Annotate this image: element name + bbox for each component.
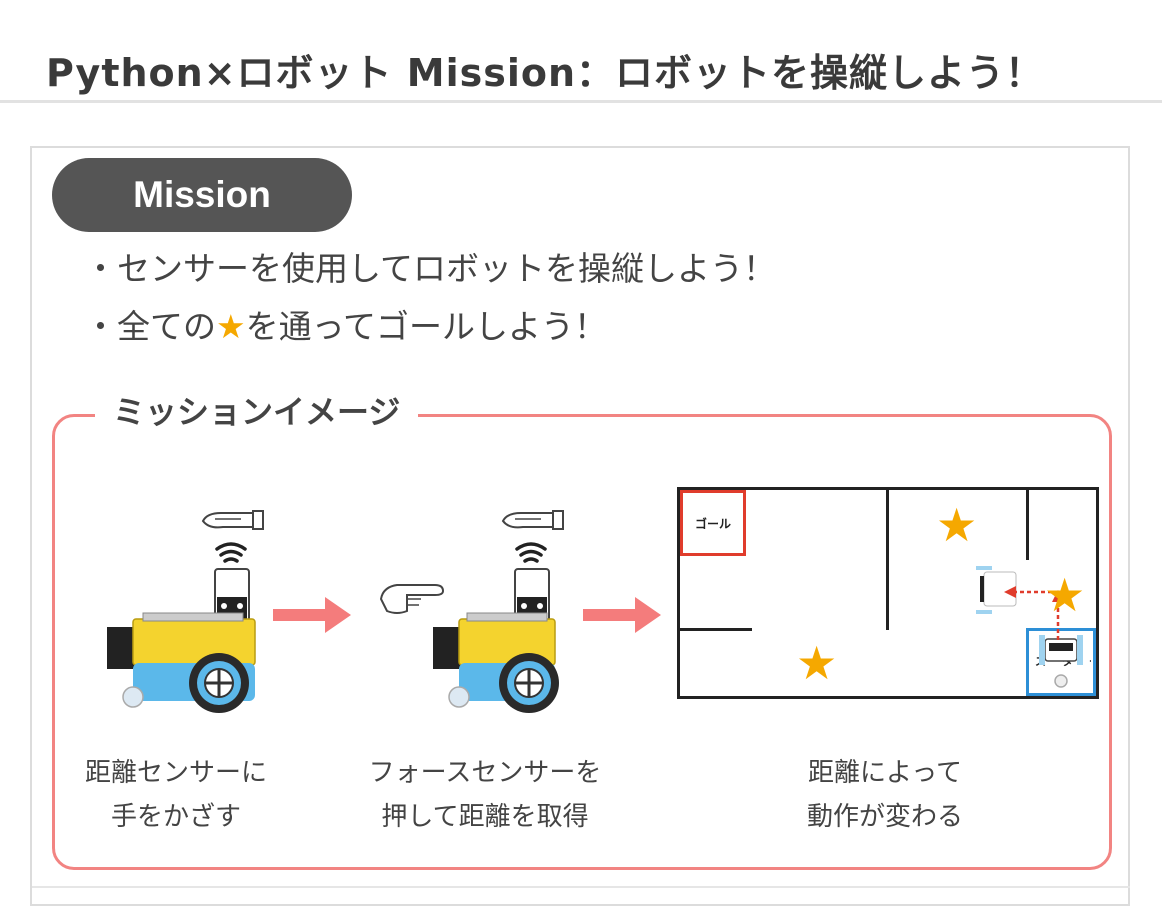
mission-item-text: を通ってゴールしよう！ (245, 307, 607, 346)
step1-illustration (107, 510, 264, 713)
robot-icon (433, 568, 559, 713)
mission-image-heading: ミッションイメージ (95, 387, 419, 433)
caption-line: 距離センサーに (84, 758, 267, 788)
course-map: ゴール スタート ★ (677, 487, 1099, 699)
wifi-signal-icon (215, 542, 247, 563)
start-area: スタート (1026, 628, 1096, 696)
caption-line: 押して距離を取得 (381, 802, 589, 832)
goal-label: ゴール (694, 516, 731, 531)
mission-item-text: ・センサーを使用してロボットを操縦しよう！ (84, 249, 777, 288)
star-icon: ★ (796, 636, 838, 690)
mission-item-text: ・全ての (84, 307, 216, 346)
path-arrows (1004, 586, 1064, 640)
mission-badge: Mission (52, 158, 352, 232)
hand-icon (201, 510, 264, 530)
star-icon: ★ (936, 498, 978, 552)
robot-topview-icon (1039, 635, 1083, 688)
map-wall (1026, 490, 1029, 560)
star-icon: ★ (216, 307, 246, 346)
caption-line: 手をかざす (110, 802, 241, 832)
map-wall (886, 490, 889, 630)
finger-press-icon (379, 584, 445, 614)
caption-line: フォースセンサーを (368, 758, 602, 788)
arrow-right-icon (273, 597, 351, 633)
mission-card: Mission ・センサーを使用してロボットを操縦しよう！ ・全ての★を通ってゴ… (30, 146, 1130, 906)
mission-list: ・センサーを使用してロボットを操縦しよう！ ・全ての★を通ってゴールしよう！ (84, 240, 776, 356)
caption-line: 距離によって (808, 758, 962, 788)
map-wall (680, 628, 752, 631)
robot-icon (107, 568, 256, 713)
step2-caption: フォースセンサーを 押して距離を取得 (355, 751, 615, 839)
robot-topview-icon (976, 566, 1017, 614)
hand-icon (501, 510, 564, 530)
star-icon: ★ (1044, 568, 1086, 622)
mission-item: ・全ての★を通ってゴールしよう！ (84, 298, 776, 356)
step1-caption: 距離センサーに 手をかざす (73, 751, 279, 839)
card-divider (32, 886, 1130, 888)
arrow-right-icon (583, 597, 661, 633)
page-title: Python×ロボット Mission：ロボットを操縦しよう！ (46, 51, 1045, 95)
caption-line: 動作が変わる (806, 802, 963, 832)
mission-item: ・センサーを使用してロボットを操縦しよう！ (84, 240, 776, 298)
step3-caption: 距離によって 動作が変わる (775, 751, 995, 839)
title-divider (0, 100, 1162, 103)
goal-area: ゴール (680, 490, 746, 556)
wifi-signal-icon (515, 542, 547, 563)
step2-illustration (379, 510, 564, 713)
mission-image-box: ミッションイメージ (52, 387, 1112, 870)
